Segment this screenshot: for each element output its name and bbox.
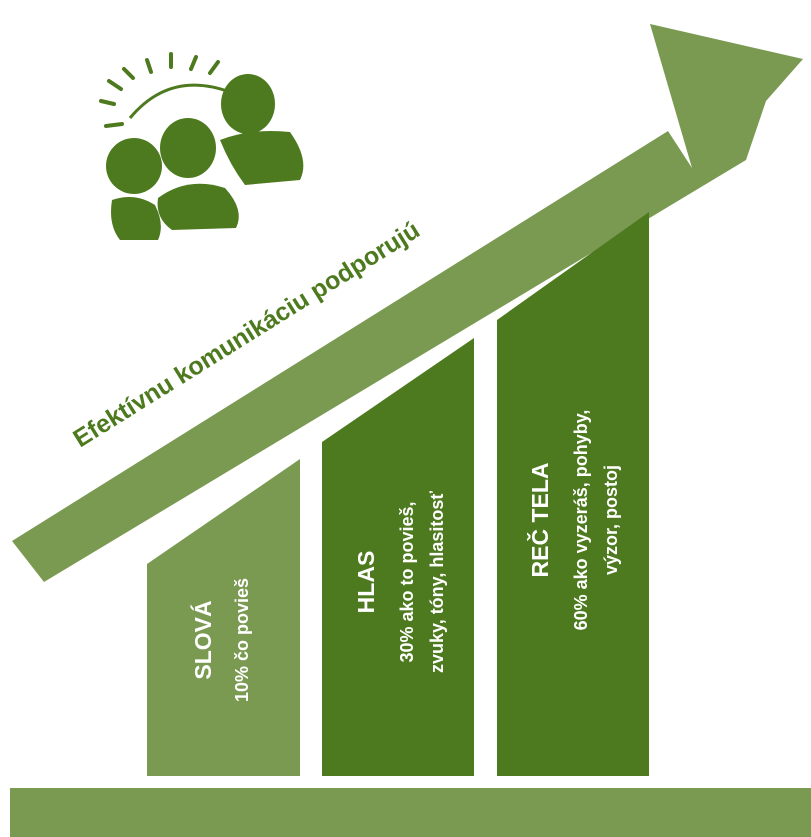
growth-arrow-shape xyxy=(12,24,803,582)
bar-rec-tela-line-2: výzor, postoj xyxy=(601,465,621,575)
bar-slova-line-1: 10% čo povieš xyxy=(232,578,252,702)
base-bar xyxy=(10,788,811,837)
bar-slova: SLOVÁ 10% čo povieš xyxy=(147,459,300,776)
bar-rec-tela-line-1: 60% ako vyzeráš, pohyby, xyxy=(571,410,591,631)
bar-rec-tela-shape xyxy=(497,212,649,776)
bar-hlas-line-1: 30% ako to povieš, xyxy=(397,501,417,662)
bar-rec-tela: REČ TELA 60% ako vyzeráš, pohyby, výzor,… xyxy=(497,212,649,776)
sun-rays-icon xyxy=(99,52,220,128)
bar-hlas-shape xyxy=(322,338,474,776)
people-group-icon xyxy=(99,52,304,240)
bar-slova-title: SLOVÁ xyxy=(189,600,216,679)
bar-slova-shape xyxy=(147,459,300,776)
bar-hlas-line-2: zvuky, tóny, hlasitosť xyxy=(427,491,447,673)
bar-hlas: HLAS 30% ako to povieš, zvuky, tóny, hla… xyxy=(322,338,474,776)
bar-hlas-title: HLAS xyxy=(353,551,379,614)
bar-rec-tela-title: REČ TELA xyxy=(526,463,553,578)
